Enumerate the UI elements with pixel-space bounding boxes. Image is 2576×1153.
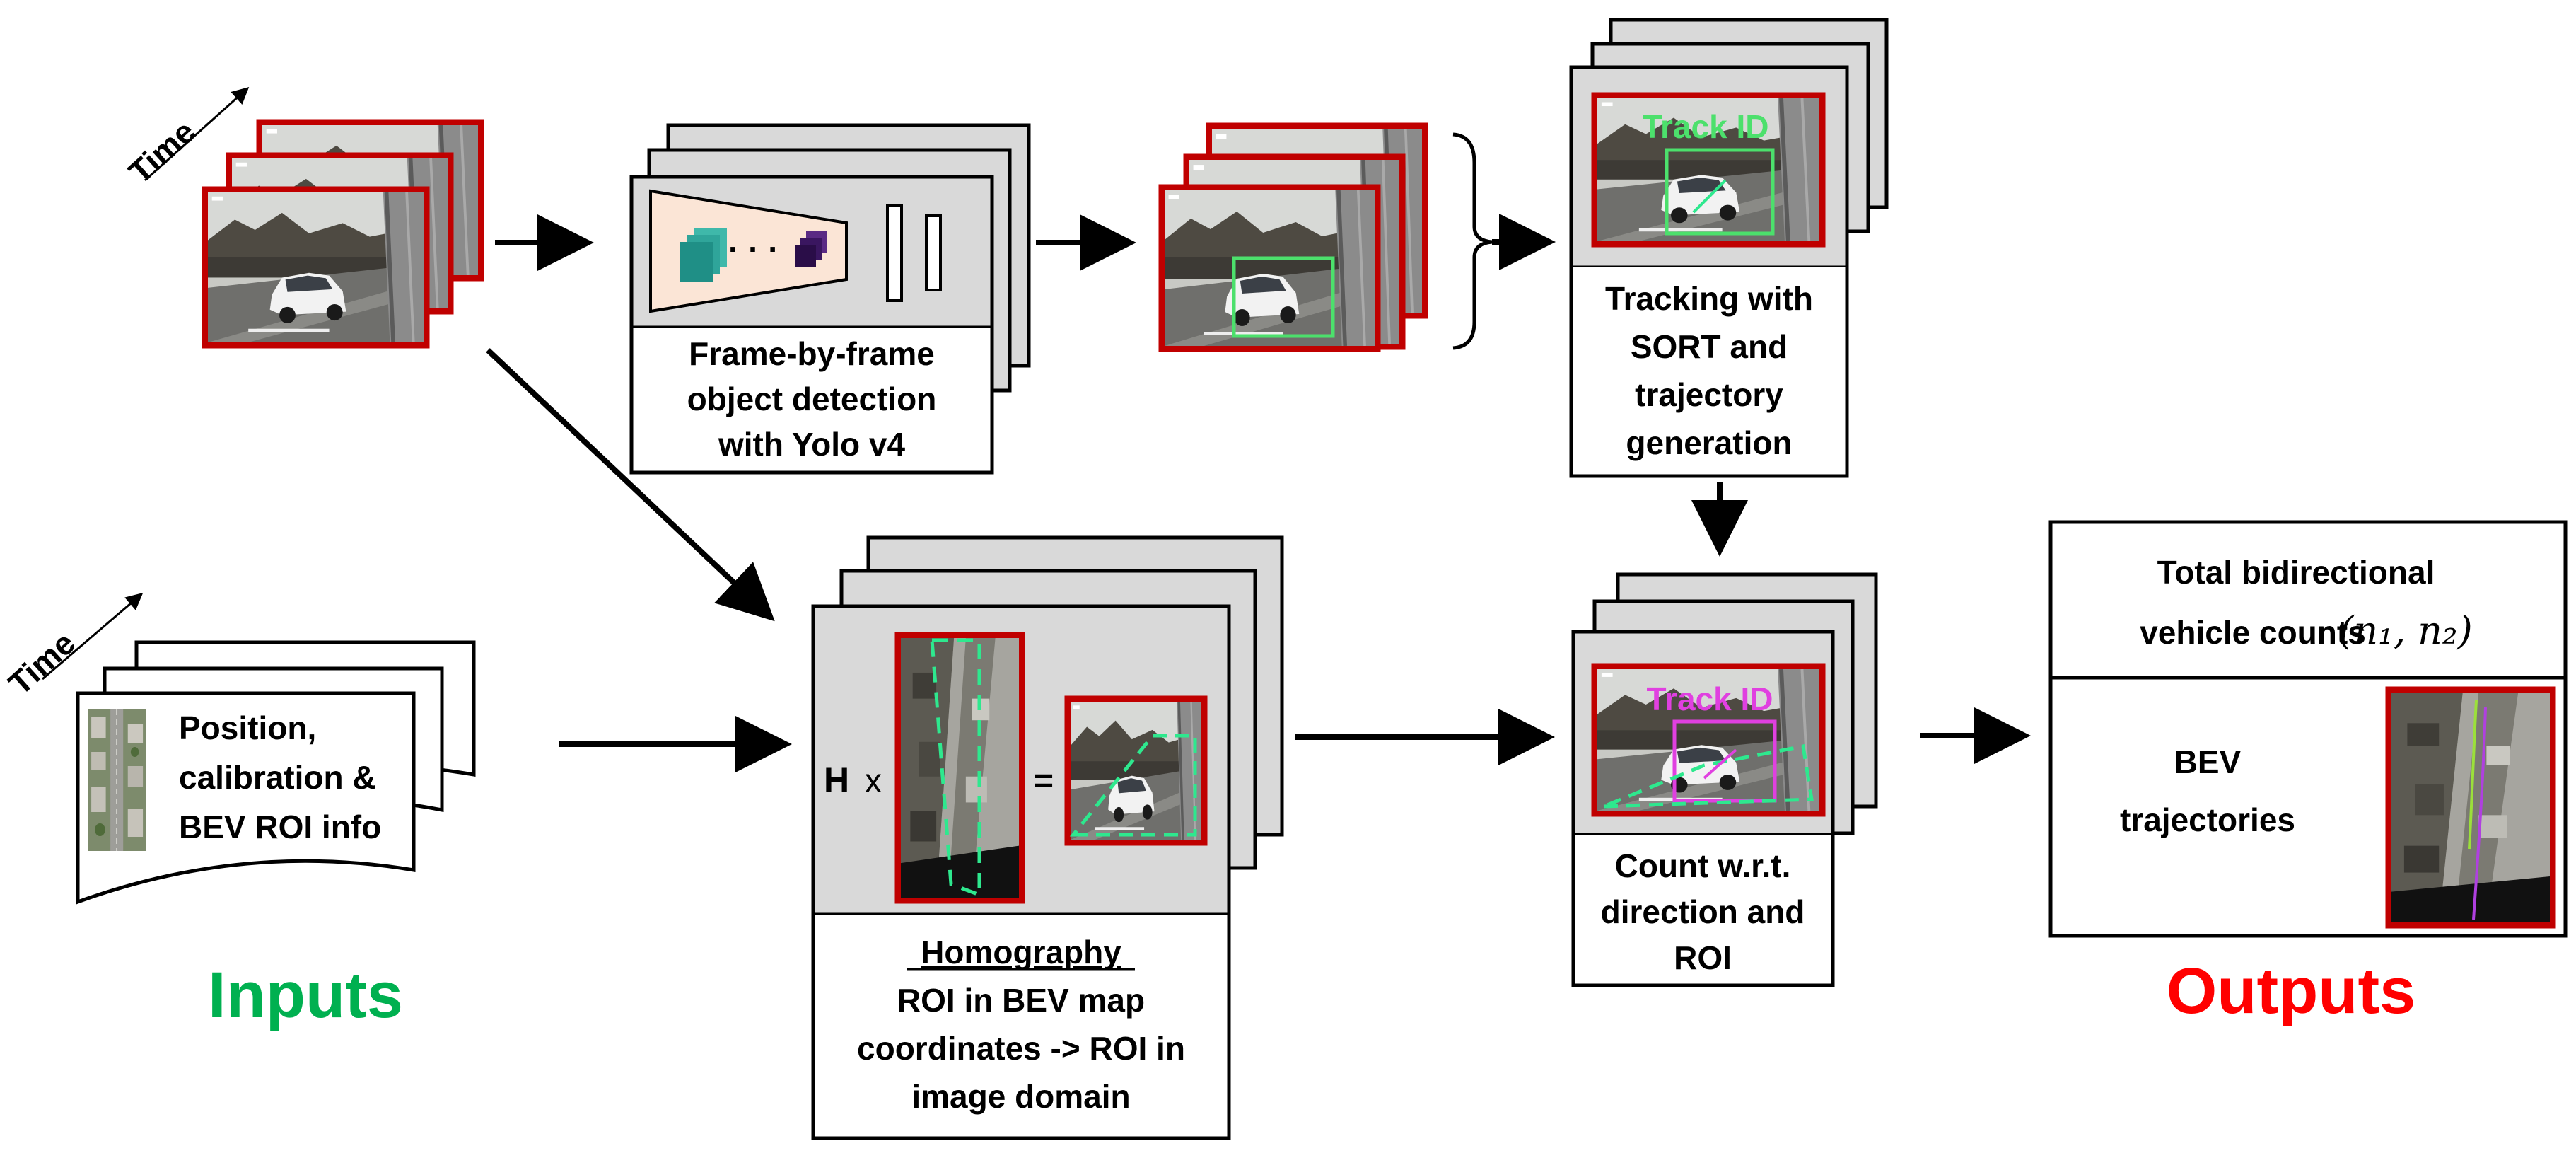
time-label-bottom: Time [1, 624, 82, 702]
dnn-schematic: · · · [649, 189, 942, 313]
homography-caption-line-2: coordinates -> ROI in [857, 1030, 1185, 1067]
outputs-label: Outputs [2167, 955, 2416, 1027]
time-label-top: Time [122, 112, 202, 190]
tracking-caption-line-4: generation [1626, 424, 1792, 461]
homography-caption-line-1: ROI in BEV map [897, 982, 1145, 1019]
info-doc-line-3: BEV ROI info [179, 809, 381, 845]
count-caption-line-2: direction and [1601, 893, 1805, 930]
outputs-totals-line-2: vehicle counts [2140, 614, 2366, 651]
homography-h-label: H [824, 760, 849, 800]
tracking-track-id-label: Track ID [1643, 108, 1769, 145]
outputs-totals-math: (n₁, n₂) [2338, 608, 2472, 653]
outputs-bev-line-2: trajectories [2120, 801, 2295, 838]
homography-equals-label: = [1034, 763, 1054, 800]
outputs-bev-image [2385, 686, 2556, 929]
outputs-totals-line-1: Total bidirectional [2157, 554, 2435, 591]
tracking-caption-line-1: Tracking with [1605, 280, 1813, 317]
input-frame-stack [202, 119, 484, 349]
tracking-caption-line-2: SORT and [1631, 328, 1788, 365]
homography-times-label: x [865, 763, 882, 800]
flow-arrows [486, 214, 2031, 772]
detected-bracket [1452, 132, 1493, 350]
homography-bev-image [894, 632, 1025, 904]
homography-title: Homography [921, 934, 1121, 971]
homography-caption-line-3: image domain [911, 1078, 1130, 1115]
info-document-stack [76, 640, 476, 905]
tracking-caption-line-3: trajectory [1635, 376, 1783, 413]
tracking-frame [1591, 92, 1826, 248]
outputs-bev-line-1: BEV [2174, 743, 2242, 780]
arrow-frames-to-homography [486, 348, 775, 622]
detection-caption-line-3: with Yolo v4 [718, 426, 906, 463]
count-frame [1591, 663, 1826, 817]
count-caption-line-3: ROI [1674, 939, 1732, 976]
info-doc-line-1: Position, [179, 709, 316, 746]
info-doc-line-2: calibration & [179, 759, 376, 796]
detected-frame-stack [1158, 122, 1428, 352]
detection-caption-line-1: Frame-by-frame [689, 335, 935, 372]
count-caption-line-1: Count w.r.t. [1615, 847, 1791, 884]
detection-caption-line-2: object detection [687, 381, 937, 417]
dnn-ellipsis: · · · [728, 231, 779, 267]
count-track-id-label: Track ID [1647, 680, 1773, 717]
inputs-label: Inputs [208, 959, 403, 1031]
homography-roi-frame [1064, 695, 1208, 846]
